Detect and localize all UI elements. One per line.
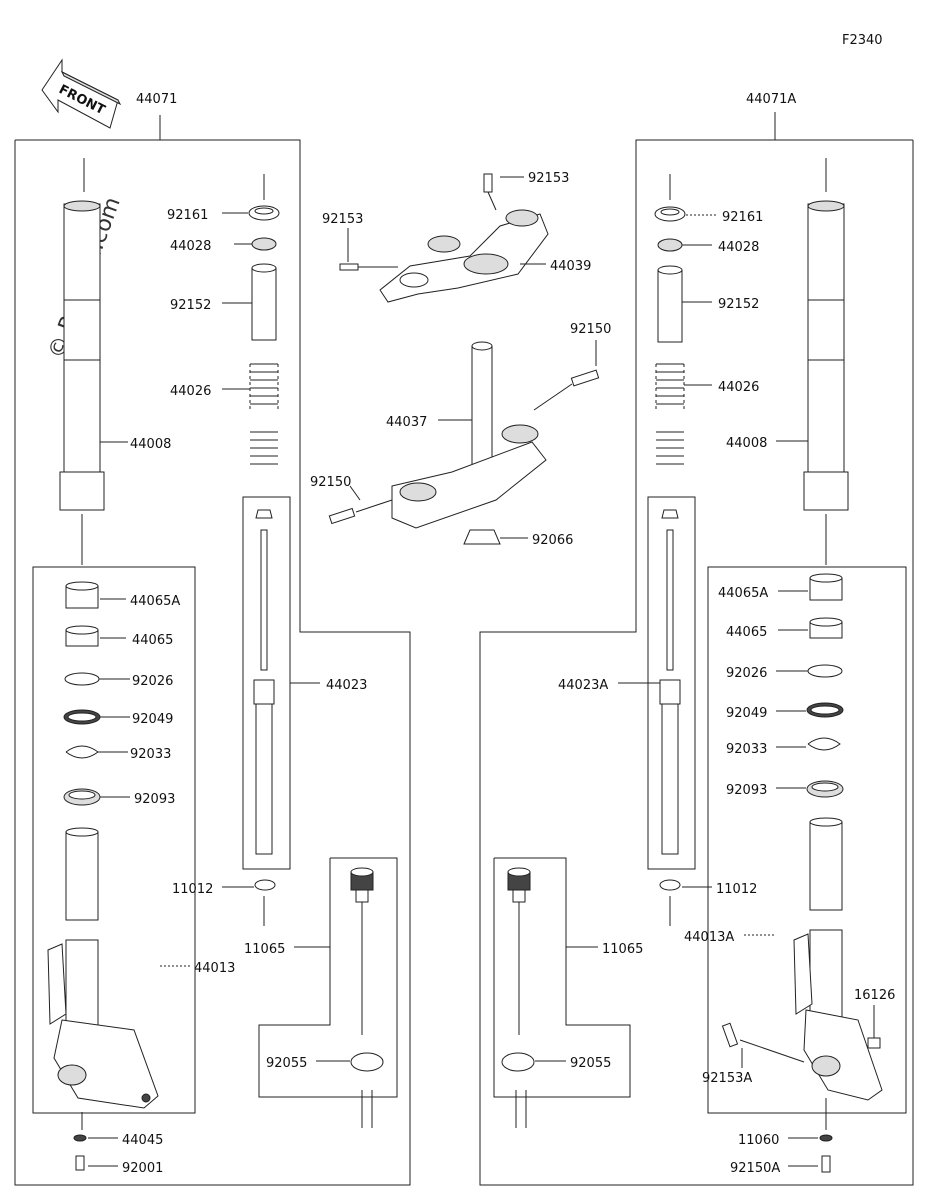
- label-44013: 44013: [194, 961, 235, 976]
- label-92049-left: 92049: [132, 712, 173, 727]
- label-11012-right: 11012: [716, 882, 757, 897]
- label-11012-left: 11012: [172, 882, 213, 897]
- label-92150A: 92150A: [730, 1161, 780, 1176]
- label-92093-left: 92093: [134, 792, 175, 807]
- label-11060: 11060: [738, 1133, 779, 1148]
- label-16126: 16126: [854, 988, 895, 1003]
- label-44037: 44037: [386, 415, 427, 430]
- label-44028-left: 44028: [170, 239, 211, 254]
- label-44071A: 44071A: [746, 92, 796, 107]
- label-44065A-left: 44065A: [130, 594, 180, 609]
- label-44039: 44039: [550, 259, 591, 274]
- label-44026-right: 44026: [718, 380, 759, 395]
- right-cartridge: [501, 867, 535, 1128]
- label-92055-right: 92055: [570, 1056, 611, 1071]
- label-92161-right: 92161: [722, 210, 763, 225]
- label-92150-right: 92150: [570, 322, 611, 337]
- label-44065-right: 44065: [726, 625, 767, 640]
- right-labels: 44071A 92161 44028 92152 44026 44008 440…: [535, 92, 895, 1176]
- label-44071: 44071: [136, 92, 177, 107]
- lower-triple-clamp: [328, 340, 600, 545]
- label-44008-right: 44008: [726, 436, 767, 451]
- label-92033-right: 92033: [726, 742, 767, 757]
- left-spring-column: [248, 174, 280, 926]
- left-cartridge: [350, 867, 384, 1128]
- left-outer-tube: [59, 158, 105, 565]
- label-44013A: 44013A: [684, 930, 734, 945]
- left-labels: 44071 92161 44028 92152 44026 44008 4406…: [73, 92, 367, 1176]
- label-92152-right: 92152: [718, 297, 759, 312]
- right-spring-column: [654, 174, 686, 926]
- label-44023A: 44023A: [558, 678, 608, 693]
- label-44008-left: 44008: [130, 437, 171, 452]
- label-11065-right: 11065: [602, 942, 643, 957]
- figure-id: F2340: [842, 33, 883, 48]
- label-92093-right: 92093: [726, 783, 767, 798]
- right-outer-tube: [803, 158, 849, 565]
- right-seal-stack: [806, 573, 844, 798]
- label-44026-left: 44026: [170, 384, 211, 399]
- label-92001: 92001: [122, 1161, 163, 1176]
- label-44023: 44023: [326, 678, 367, 693]
- label-92153-left: 92153: [322, 212, 363, 227]
- label-92055-left: 92055: [266, 1056, 307, 1071]
- label-44065A-right: 44065A: [718, 586, 768, 601]
- label-92161-left: 92161: [167, 208, 208, 223]
- label-92150-left: 92150: [310, 475, 351, 490]
- label-92033-left: 92033: [130, 747, 171, 762]
- label-92153A: 92153A: [702, 1071, 752, 1086]
- label-11065-left: 11065: [244, 942, 285, 957]
- left-seal-stack: [63, 581, 101, 806]
- label-92026-left: 92026: [132, 674, 173, 689]
- label-92026-right: 92026: [726, 666, 767, 681]
- label-92152-left: 92152: [170, 298, 211, 313]
- upper-triple-clamp: [339, 173, 549, 303]
- front-arrow-icon: FRONT: [41, 58, 122, 129]
- label-92153-top: 92153: [528, 171, 569, 186]
- label-92049-right: 92049: [726, 706, 767, 721]
- left-inner-tube: [47, 827, 159, 1130]
- center-labels: 92153 92153 44039 92150 44037 92150 9206…: [310, 171, 611, 548]
- right-inner-tube: [793, 817, 883, 1130]
- label-92066: 92066: [532, 533, 573, 548]
- label-44065-left: 44065: [132, 633, 173, 648]
- label-44028-right: 44028: [718, 240, 759, 255]
- label-44045: 44045: [122, 1133, 163, 1148]
